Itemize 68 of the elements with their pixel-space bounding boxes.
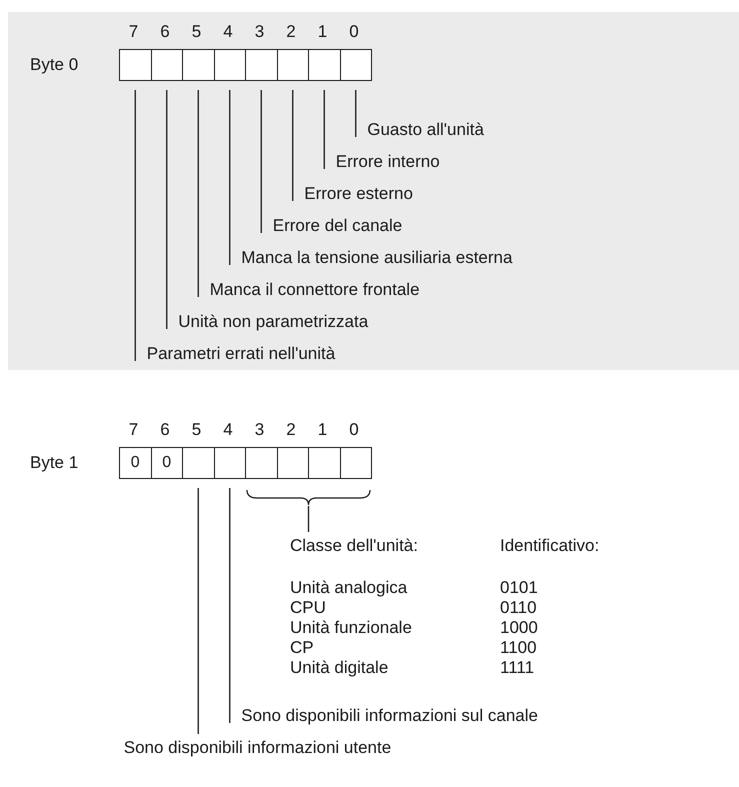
bit-cell xyxy=(182,447,214,479)
table-text: 1000 xyxy=(500,618,538,638)
bit-number: 4 xyxy=(223,420,233,440)
bit-number: 5 xyxy=(192,420,202,440)
leader-line xyxy=(260,90,262,233)
bit-description: Parametri errati nell'unità xyxy=(146,344,336,364)
bit-number: 1 xyxy=(318,22,328,42)
leader-line xyxy=(355,90,356,137)
leader-line xyxy=(198,90,199,297)
bit-number: 5 xyxy=(192,22,202,42)
bit-number: 0 xyxy=(349,22,359,42)
bit-description: Errore esterno xyxy=(304,184,413,204)
byte-label: Byte 0 xyxy=(30,55,78,75)
table-text: CP xyxy=(290,638,314,658)
bit-cell xyxy=(340,49,372,81)
bit-description: Guasto all'unità xyxy=(367,120,484,140)
bit-cell xyxy=(214,49,246,81)
bit-number: 7 xyxy=(128,420,138,440)
bit-description: Errore del canale xyxy=(272,216,402,236)
bit-number: 6 xyxy=(160,420,170,440)
bit-cell xyxy=(245,49,278,81)
leader-line xyxy=(229,90,230,265)
bit-cell xyxy=(245,447,278,479)
bit-cell xyxy=(276,49,309,81)
bit-cell xyxy=(150,49,183,81)
bit-description: Sono disponibili informazioni sul canale xyxy=(241,706,538,726)
table-text: Unità digitale xyxy=(290,658,388,678)
leader-line xyxy=(134,90,136,361)
bit-description: Manca il connettore frontale xyxy=(210,280,420,300)
bit-number: 2 xyxy=(286,22,296,42)
bit-description: Classe dell'unità: xyxy=(290,536,418,556)
byte-label: Byte 1 xyxy=(30,453,78,473)
bit-cell xyxy=(214,447,246,479)
bit-cell xyxy=(340,447,372,479)
bit-number: 1 xyxy=(318,420,328,440)
bit-number: 4 xyxy=(223,22,233,42)
bit-number: 0 xyxy=(349,420,359,440)
leader-line xyxy=(229,488,230,723)
table-text: 0101 xyxy=(500,578,538,598)
leader-line xyxy=(198,488,199,734)
leader-line xyxy=(166,90,168,329)
bit-cell xyxy=(308,49,340,81)
bit-description: Errore interno xyxy=(336,152,440,172)
bit-description: Manca la tensione ausiliaria esterna xyxy=(241,248,512,268)
bit-cell xyxy=(119,49,152,81)
leader-line xyxy=(292,90,294,201)
table-text: CPU xyxy=(290,598,326,618)
bit-number: 6 xyxy=(160,22,170,42)
curly-brace xyxy=(246,489,371,506)
bit-number: 2 xyxy=(286,420,296,440)
bit-cell: 0 xyxy=(119,447,152,479)
table-text: Identificativo: xyxy=(500,536,600,556)
bit-number: 3 xyxy=(254,22,264,42)
bit-cell xyxy=(308,447,340,479)
leader-line xyxy=(308,506,310,532)
table-text: Unità funzionale xyxy=(290,618,412,638)
table-text: 1111 xyxy=(500,658,534,678)
bit-description: Unità non parametrizzata xyxy=(178,312,368,332)
bit-cell: 0 xyxy=(150,447,183,479)
leader-line xyxy=(324,90,325,169)
bit-number: 3 xyxy=(254,420,264,440)
bit-description: Sono disponibili informazioni utente xyxy=(124,738,392,758)
bit-cell xyxy=(276,447,309,479)
table-text: 1100 xyxy=(500,638,537,658)
table-text: Unità analogica xyxy=(290,578,408,598)
bit-cell xyxy=(182,49,214,81)
bit-number: 7 xyxy=(128,22,138,42)
table-text: 0110 xyxy=(500,598,537,618)
